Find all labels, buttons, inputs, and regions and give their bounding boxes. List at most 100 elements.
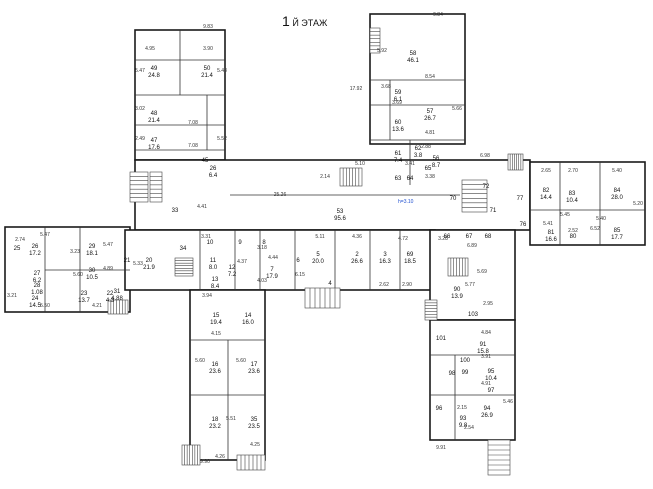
stair-flight: [487, 439, 511, 476]
room-area: 46.1: [407, 58, 419, 64]
room-number: 95: [488, 369, 495, 375]
dimension-label: 3.23: [70, 249, 80, 255]
dimension-label: 7.08: [188, 120, 198, 126]
dimension-label: 3.41: [405, 161, 415, 167]
room-number: 94: [484, 406, 491, 412]
room-number: 47: [151, 138, 158, 144]
stair-flight: [236, 454, 266, 471]
dimension-label: 2.74: [15, 237, 25, 243]
dimension-label: 4.26: [215, 454, 225, 460]
stair-flight: [339, 167, 363, 187]
stair-flight: [304, 287, 341, 309]
dimension-label: 3.18: [257, 245, 267, 251]
dimension-label: 5.48: [217, 68, 227, 74]
dimension-label: 2.90: [402, 282, 412, 288]
room-number: 34: [180, 246, 187, 252]
room-number: 68: [485, 234, 492, 240]
room-number: 81: [548, 230, 555, 236]
room-number: 93: [460, 416, 467, 422]
room-number: 71: [490, 208, 497, 214]
room-area: 24.8: [148, 73, 160, 79]
room-number: 33: [172, 208, 179, 214]
dimension-label: 7.08: [188, 143, 198, 149]
room-number: 101: [436, 336, 447, 342]
dimension-label: 5.40: [596, 216, 606, 222]
room-area: 23.6: [209, 369, 221, 375]
room-area: 16.0: [242, 320, 254, 326]
floor-title: 1 Й ЭТАЖ: [282, 13, 327, 29]
room-area: 21.4: [201, 73, 213, 79]
dimension-label: 5.60: [195, 358, 205, 364]
room-number: 70: [450, 196, 457, 202]
room-area: 13.9: [451, 294, 463, 300]
room-number: 98: [449, 371, 456, 377]
room-area: 4.88: [111, 296, 123, 302]
room-number: 2: [355, 252, 359, 258]
room-number: 83: [569, 191, 576, 197]
dimension-label: 3.21: [7, 293, 17, 299]
room-area: 21.4: [148, 118, 160, 124]
dimension-label: 5.60: [236, 358, 246, 364]
stair-flight: [149, 171, 163, 203]
room-number: 14: [245, 313, 252, 319]
room-number: 57: [427, 109, 434, 115]
room-area: 20.0: [312, 259, 324, 265]
dimension-label: 2.54: [464, 425, 474, 431]
dimension-label: 4.72: [398, 236, 408, 242]
room-number: 48: [151, 111, 158, 117]
dimension-label: 5.47: [103, 242, 113, 248]
room-area: 6.2: [33, 278, 42, 284]
dimension-label: 2.14: [320, 174, 330, 180]
dimension-label: 3.31: [201, 234, 211, 240]
room-number: 17: [251, 362, 258, 368]
room-number: 67: [466, 234, 473, 240]
room-number: 69: [407, 252, 414, 258]
dimension-label: 2.49: [135, 136, 145, 142]
room-number: 59: [395, 90, 402, 96]
room-number: 18: [212, 417, 219, 423]
dimension-label: 4.37: [237, 259, 247, 265]
dimension-label: 6.52: [590, 226, 600, 232]
floor-label: Й ЭТАЖ: [292, 18, 328, 28]
room-number: 45: [202, 158, 209, 164]
room-number: 8: [262, 240, 266, 246]
room-area: 3.8: [414, 153, 423, 159]
room-number: 15: [213, 313, 220, 319]
room-number: 63: [395, 176, 402, 182]
dimension-label: 5.66: [452, 106, 462, 112]
dimension-label: 5.46: [503, 399, 513, 405]
dimension-label: 9.83: [203, 24, 213, 30]
room-number: 29: [89, 244, 96, 250]
room-area: 21.9: [143, 265, 155, 271]
dimension-label: 5.40: [612, 168, 622, 174]
room-number: 65: [425, 166, 432, 172]
room-area: 16.3: [379, 259, 391, 265]
dimension-label: 4.81: [425, 130, 435, 136]
room-number: 13: [212, 277, 219, 283]
room-number: 91: [480, 342, 487, 348]
dimension-label: 5.33: [133, 261, 143, 267]
dimension-label: 17.92: [350, 86, 363, 92]
room-number: 97: [488, 388, 495, 394]
room-area: 23.6: [248, 369, 260, 375]
dimension-label: 2.52: [568, 228, 578, 234]
room-number: 9: [238, 240, 242, 246]
room-number: 23: [81, 291, 88, 297]
dimension-label: 5.10: [355, 161, 365, 167]
room-number: 66: [444, 234, 451, 240]
dimension-label: 5.51: [226, 416, 236, 422]
room-area: 18.5: [404, 259, 416, 265]
room-area: 13.7: [78, 298, 90, 304]
room-area: 14.4: [540, 195, 552, 201]
room-area: 10.5: [86, 275, 98, 281]
room-number: 22: [107, 291, 114, 297]
room-area: 17.6: [148, 145, 160, 151]
dimension-label: 5.20: [633, 201, 643, 207]
room-number: 28: [34, 283, 41, 289]
floor-number: 1: [282, 13, 290, 29]
dimension-label: 4.15: [211, 331, 221, 337]
room-labels: 4924.85021.44821.44717.645266.45846.1596…: [14, 51, 624, 430]
stair-flight: [424, 299, 438, 321]
stair-flight: [507, 153, 524, 171]
